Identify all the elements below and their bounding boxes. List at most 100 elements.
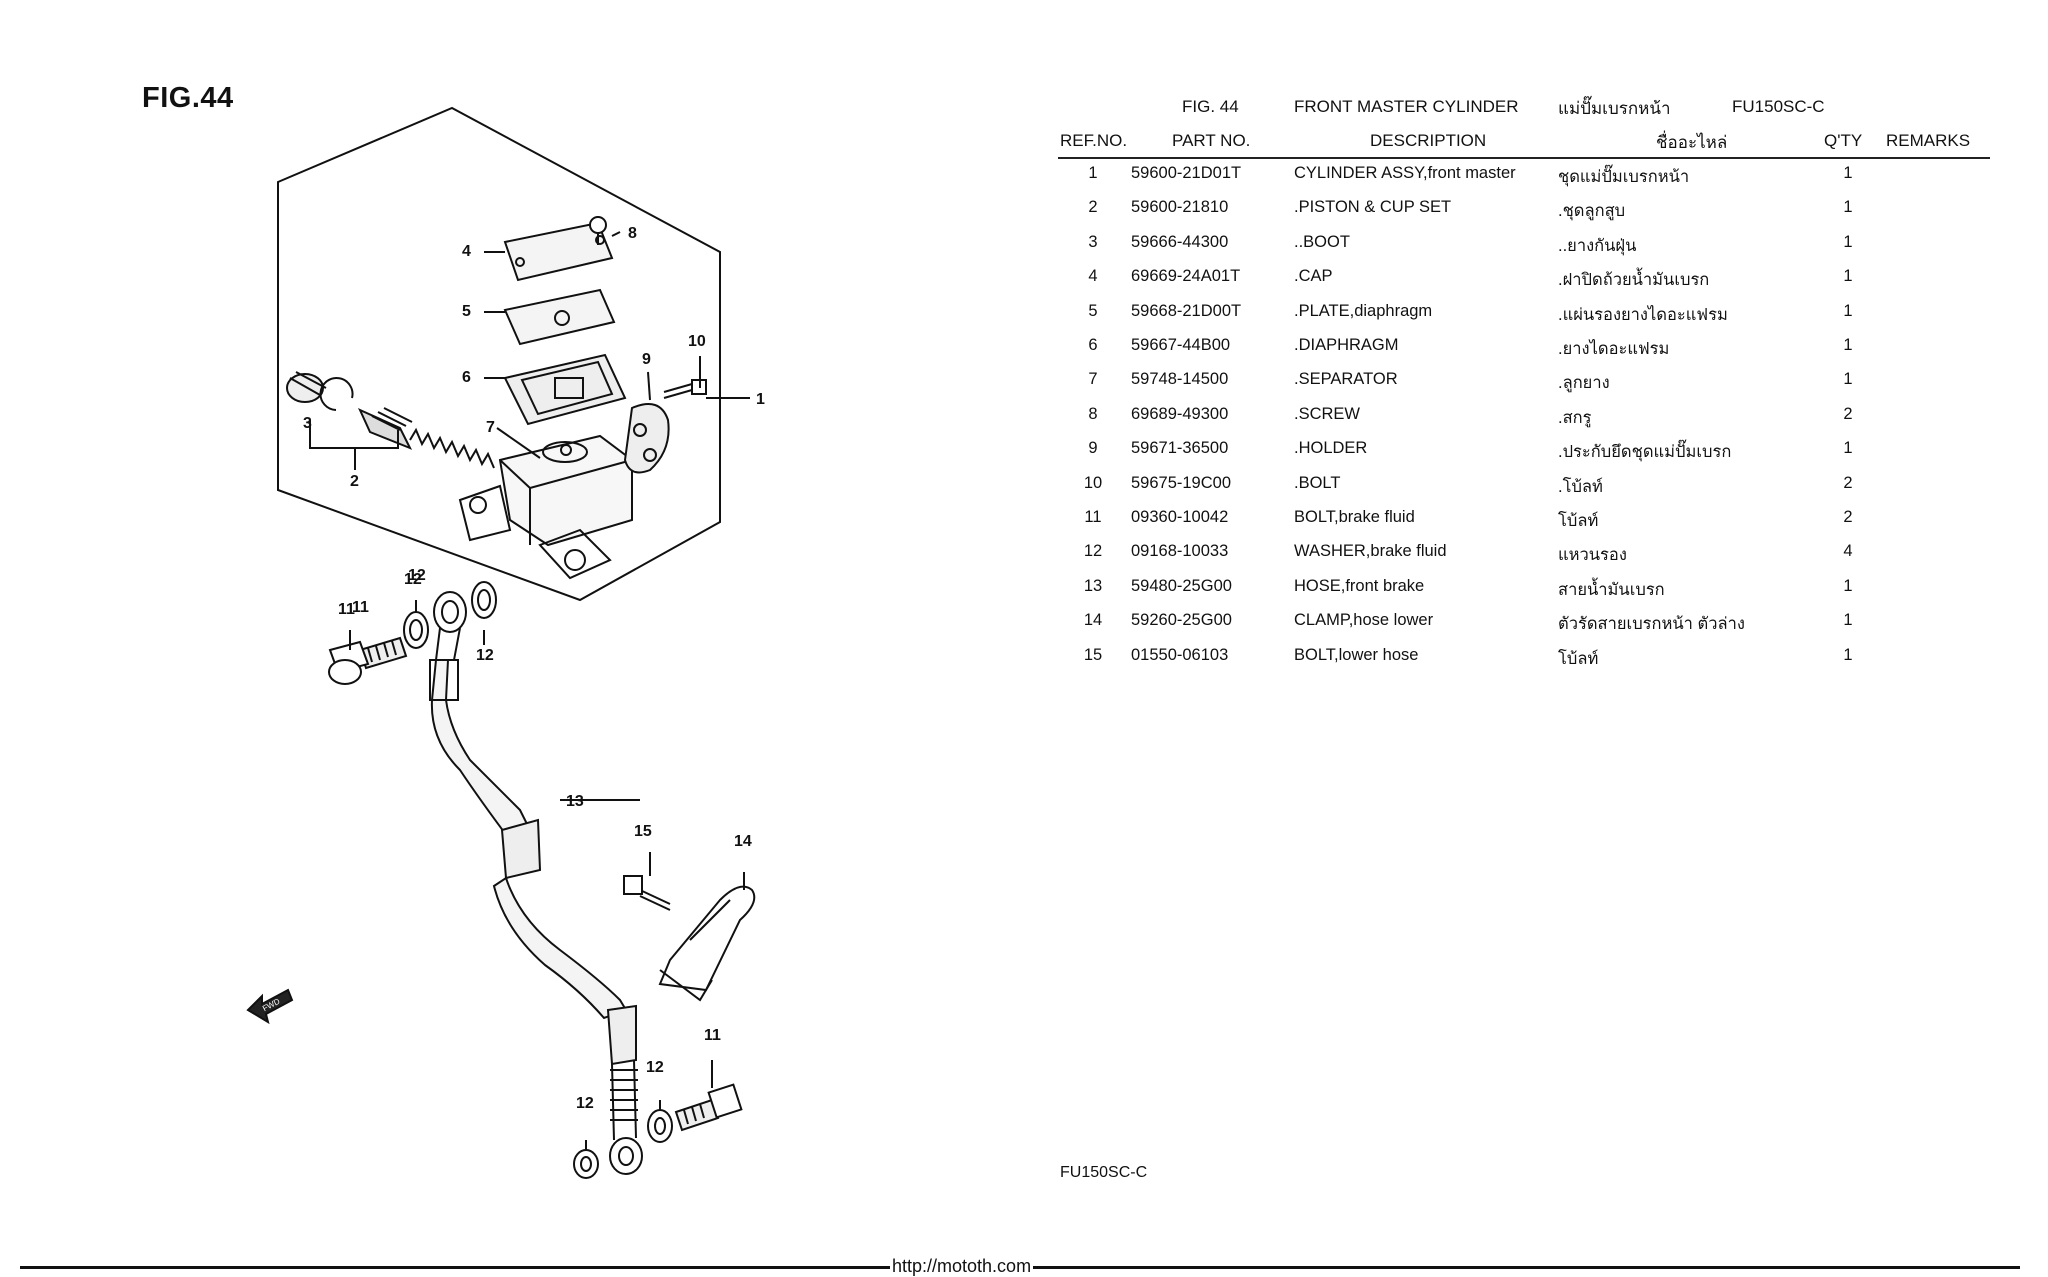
callout: 12 [646, 1059, 664, 1076]
ref-no-cell: 7 [1088, 370, 1098, 389]
description-cell: CYLINDER ASSY,front master [1294, 164, 1516, 182]
bolt-10-part [663, 383, 693, 399]
part-no-cell: 59671-36500 [1131, 439, 1229, 458]
thai-description-cell: .สกรู [1558, 408, 1592, 427]
description-cell: WASHER,brake fluid [1294, 542, 1447, 561]
callout: 11 [338, 601, 355, 618]
callout: 12 [476, 647, 494, 664]
ref-no-cell: 2 [1088, 198, 1098, 217]
washer-upper-a [403, 611, 429, 649]
thai-description-cell: .แผ่นรองยางไดอะแฟรม [1558, 305, 1728, 324]
ref-no-cell: 15 [1083, 645, 1103, 664]
fwd-arrow-icon [246, 988, 294, 1025]
description-cell: HOSE,front brake [1294, 576, 1425, 595]
part-no-cell: 59666-44300 [1131, 232, 1229, 251]
thai-description-cell: .ยางไดอะแฟรม [1558, 340, 1670, 358]
figure-label: FIG.44 [142, 82, 234, 114]
banjo-fitting-lower [609, 1137, 643, 1175]
part-no-cell: 59675-19C00 [1131, 473, 1231, 492]
callout: 9 [642, 351, 651, 368]
callout: 11 [704, 1027, 721, 1044]
description-cell: .BOLT [1294, 473, 1341, 492]
hose-clamp [658, 885, 756, 992]
diaphragm-part [503, 353, 627, 426]
description-cell: .HOLDER [1294, 439, 1368, 458]
qty-cell: 1 [1843, 232, 1853, 251]
callout: 5 [462, 303, 471, 320]
ref-no-cell: 11 [1084, 508, 1102, 526]
col-qty: Q'TY [1824, 131, 1863, 150]
thai-description-cell: .ลูกยาง [1558, 374, 1610, 393]
boot-part [286, 373, 324, 403]
cap-part [503, 221, 614, 282]
part-no-cell: 01550-06103 [1131, 645, 1229, 664]
callout: 2 [350, 473, 359, 490]
ref-no-cell: 14 [1083, 611, 1103, 630]
part-no-cell: 59668-21D00T [1131, 301, 1242, 320]
callout: 11 [352, 599, 369, 616]
qty-cell: 2 [1843, 473, 1853, 492]
description-cell: .PLATE,diaphragm [1294, 301, 1433, 320]
exploded-parts-diagram: 1 2 3 4 5 6 7 8 9 10 11 12 12 11 12 13 1… [246, 106, 765, 1179]
clip-part [319, 377, 354, 411]
header-title-thai: แม่ปั๊มเบรกหน้า [1558, 99, 1671, 118]
ref-no-cell: 3 [1088, 232, 1098, 251]
qty-cell: 1 [1843, 645, 1853, 664]
thai-description-cell: สายน้ำมันเบรก [1558, 580, 1665, 599]
callout: 12 [404, 571, 422, 588]
diaphragm-plate-part [503, 288, 616, 346]
part-no-cell: 59260-25G00 [1131, 611, 1232, 630]
qty-cell: 1 [1843, 164, 1853, 182]
description-cell: .DIAPHRAGM [1294, 336, 1399, 354]
thai-description-cell: โบ้ลท์ [1558, 649, 1599, 668]
holder-part [623, 403, 670, 474]
banjo-fitting-upper [433, 591, 467, 633]
qty-cell: 2 [1843, 404, 1853, 423]
ref-no-cell: 12 [1083, 542, 1103, 561]
qty-cell: 1 [1843, 611, 1853, 630]
description-cell: BOLT,brake fluid [1294, 508, 1415, 526]
description-cell: ..BOOT [1294, 232, 1350, 251]
description-cell: .SEPARATOR [1294, 370, 1398, 389]
master-cylinder-body [498, 434, 633, 547]
description-cell: CLAMP,hose lower [1294, 611, 1434, 630]
thai-description-cell: .โบ้ลท์ [1558, 477, 1603, 496]
header-title: FRONT MASTER CYLINDER [1294, 97, 1519, 116]
ref-no-cell: 9 [1088, 439, 1098, 458]
callout: 15 [634, 823, 652, 840]
table-row: 1 59600-21D01T CYLINDER ASSY,front master ช… [1058, 164, 1988, 198]
qty-cell: 1 [1843, 267, 1853, 286]
ref-no-cell: 13 [1083, 576, 1103, 595]
description-cell: .SCREW [1294, 404, 1360, 423]
callout: 7 [486, 419, 495, 436]
qty-cell: 1 [1843, 439, 1853, 458]
thai-description-cell: .ชุดลูกสูบ [1558, 202, 1626, 221]
ref-no-cell: 1 [1088, 164, 1098, 182]
thai-description-cell: โบ้ลท์ [1558, 512, 1599, 530]
ref-no-cell: 6 [1088, 336, 1098, 354]
qty-cell: 1 [1843, 198, 1853, 217]
spring-part [409, 427, 495, 469]
ref-no-cell: 10 [1083, 473, 1103, 492]
part-no-cell: 59600-21D01T [1131, 164, 1242, 182]
header-rule [1058, 157, 1990, 159]
washer-lower-b [647, 1109, 673, 1143]
thai-description-cell: ..ยางกันฝุ่น [1558, 236, 1637, 255]
col-description: DESCRIPTION [1370, 131, 1487, 150]
brake-hose [430, 659, 532, 842]
callout: 12 [576, 1095, 594, 1112]
thai-description-cell: .ฝาปิดถ้วยน้ำมันเบรก [1558, 271, 1710, 290]
table-row: 10 59675-19C00 .BOLT .โบ้ลท์ 2 [1058, 474, 1988, 508]
washer-upper-b [471, 581, 497, 619]
callout: 10 [688, 333, 706, 350]
thai-description-cell: ชุดแม่ปั๊มเบรกหน้า [1558, 168, 1690, 186]
thai-description-cell: ตัวรัดสายเบรกหน้า ตัวล่าง [1558, 615, 1745, 634]
footer-model: FU150SC-C [1060, 1164, 1148, 1181]
